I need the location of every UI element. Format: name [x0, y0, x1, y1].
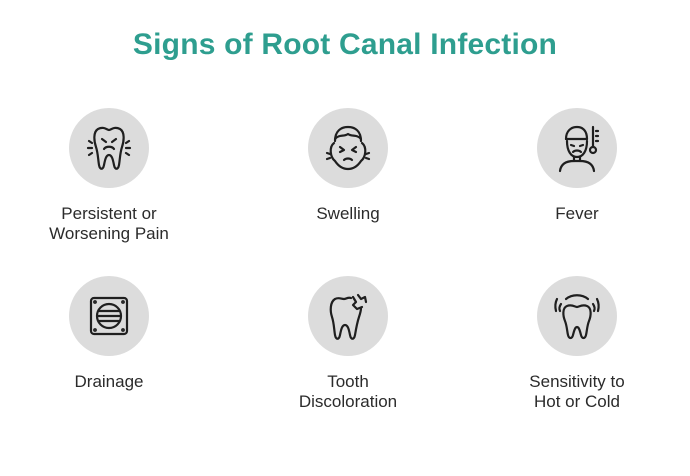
- sign-item-pain: Persistent or Worsening Pain: [9, 108, 209, 244]
- swollen-face-icon: [325, 125, 371, 171]
- sign-item-sensitivity: Sensitivity to Hot or Cold: [477, 276, 677, 412]
- fever-thermometer-icon: [558, 125, 600, 173]
- sensitive-tooth-icon: [554, 294, 600, 340]
- icon-circle: [69, 276, 149, 356]
- drain-grate-icon: [89, 296, 129, 336]
- sign-label: Fever: [555, 204, 599, 223]
- cracked-tooth-icon: [329, 293, 368, 340]
- sign-label: Persistent or Worsening Pain: [49, 204, 169, 243]
- sign-label: Tooth Discoloration: [298, 372, 398, 411]
- icon-circle: [537, 108, 617, 188]
- sign-label: Sensitivity to Hot or Cold: [529, 372, 625, 411]
- sign-label: Swelling: [316, 204, 380, 223]
- sign-item-discoloration: Tooth Discoloration: [248, 276, 448, 412]
- aching-tooth-icon: [86, 126, 132, 170]
- sign-item-fever: Fever: [477, 108, 677, 224]
- icon-circle: [308, 108, 388, 188]
- icon-circle: [69, 108, 149, 188]
- sign-label: Drainage: [74, 372, 144, 391]
- sign-item-drainage: Drainage: [9, 276, 209, 392]
- icon-circle: [308, 276, 388, 356]
- sign-item-swelling: Swelling: [248, 108, 448, 224]
- page-title: Signs of Root Canal Infection: [132, 28, 558, 61]
- icon-circle: [537, 276, 617, 356]
